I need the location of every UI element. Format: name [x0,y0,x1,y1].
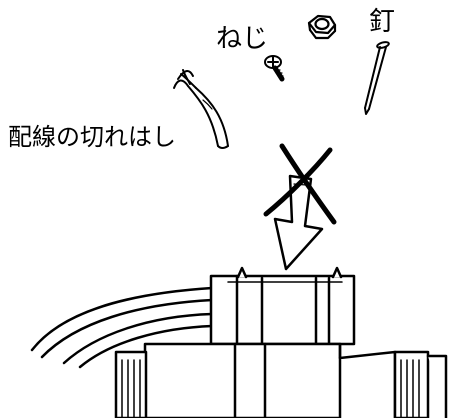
screw-label: ねじ [216,24,269,54]
nut-icon [307,14,337,40]
wire-scrap-label: 配線の切れはし [8,123,176,151]
wire-scrap-icon [173,69,229,149]
downward-arrow-icon [273,174,324,271]
screw-icon [264,55,285,82]
solenoid-valve-icon [30,266,448,418]
nail-label: 釘 [369,7,396,37]
nail-icon [364,41,390,115]
prohibited-x-mark [263,143,337,225]
